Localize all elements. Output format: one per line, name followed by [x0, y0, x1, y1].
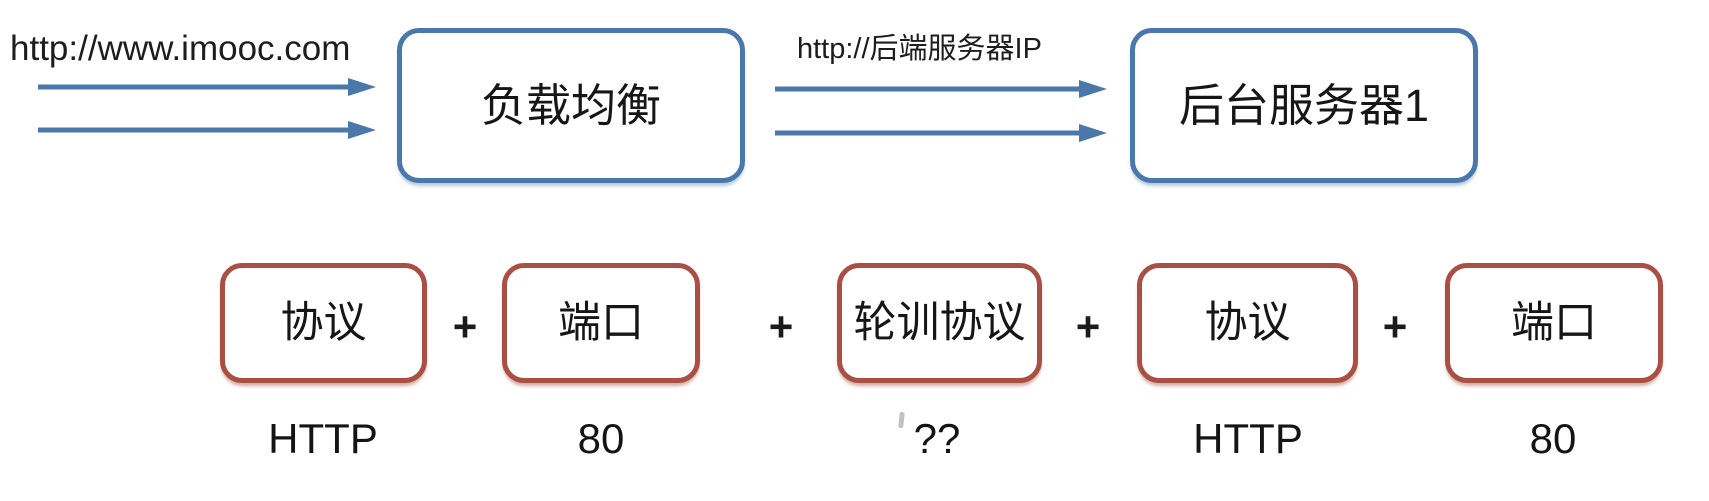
value-label-protocol-2: HTTP [1193, 415, 1303, 462]
value-label-port-2: 80 [1529, 415, 1577, 462]
term-box-port-2: 端口 [1445, 263, 1663, 383]
plus-operator: + [1075, 303, 1101, 350]
plus-operator: + [452, 303, 478, 350]
load-balancer-label: 负载均衡 [480, 80, 661, 131]
backend-server-label: 后台服务器1 [1178, 80, 1430, 131]
request-arrow-icon [38, 121, 376, 139]
term-label: 端口 [1511, 298, 1597, 347]
term-label: 协议 [280, 298, 367, 347]
term-label: 轮训协议 [853, 298, 1026, 347]
plus-operator: + [1382, 303, 1408, 350]
term-label: 协议 [1204, 298, 1291, 347]
plus-operator: + [768, 303, 794, 350]
request-arrow-icon [38, 78, 376, 96]
client-request-url-label: http://www.imooc.com [10, 29, 351, 68]
term-label: 端口 [558, 298, 644, 347]
term-box-protocol-1: 协议 [220, 263, 427, 383]
forward-arrow-icon [775, 124, 1107, 142]
term-box-polling-protocol: 轮训协议 [837, 263, 1042, 383]
stray-cursor-mark [898, 411, 905, 429]
term-box-protocol-2: 协议 [1137, 263, 1358, 383]
forward-arrow-icon [775, 80, 1107, 98]
backend-request-url-label: http://后端服务器IP [797, 33, 1042, 65]
value-label-polling-protocol: ?? [913, 415, 961, 462]
term-box-port-1: 端口 [502, 263, 700, 383]
load-balancer-node: 负载均衡 [397, 28, 745, 183]
backend-server-node: 后台服务器1 [1130, 28, 1478, 183]
value-label-port-1: 80 [577, 415, 625, 462]
value-label-protocol-1: HTTP [268, 415, 378, 462]
